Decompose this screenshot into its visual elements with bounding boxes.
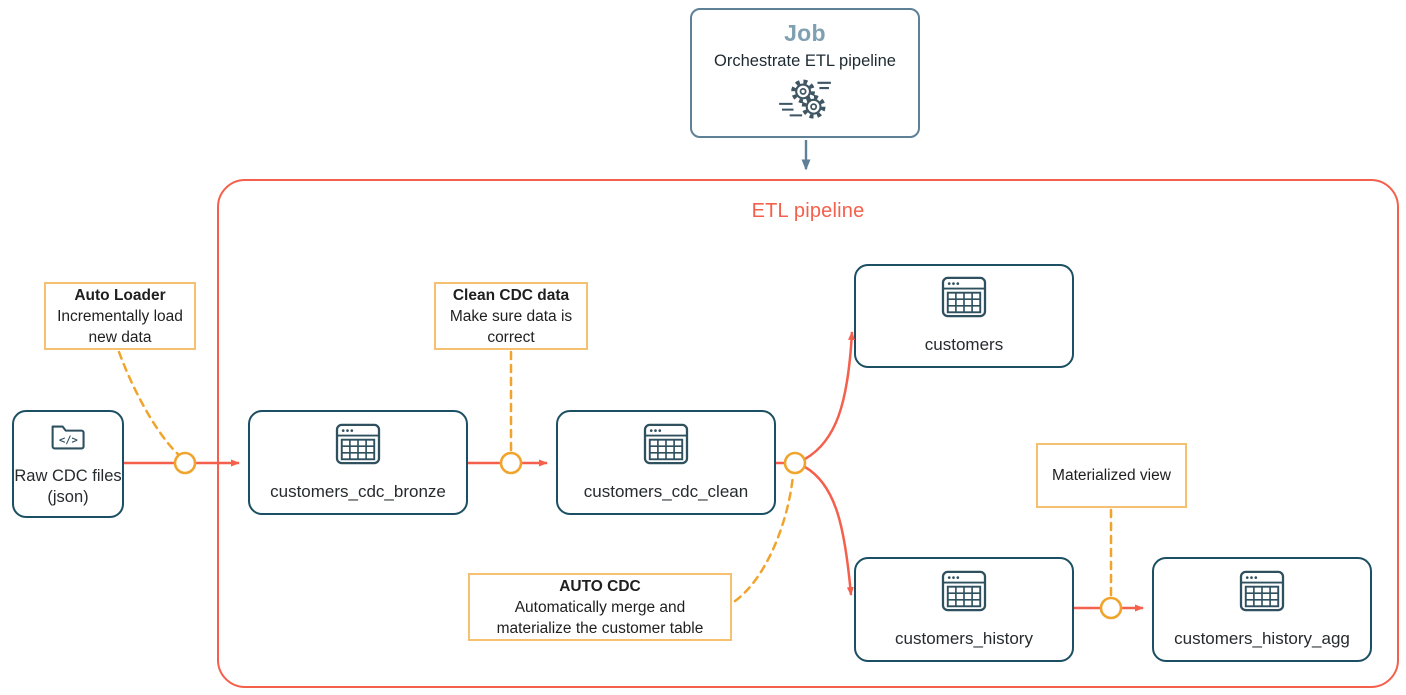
node-label: customers_history	[895, 628, 1033, 648]
callout-title: Auto Loader	[74, 286, 166, 304]
etl-pipeline-container	[217, 179, 1399, 688]
node-customers-history-agg: customers_history_agg	[1152, 557, 1372, 662]
callout-clean-cdc-data: Clean CDC data Make sure data is correct	[434, 282, 588, 350]
node-label: customers_cdc_clean	[583, 481, 749, 501]
table-icon	[1239, 570, 1285, 617]
node-customers-cdc-clean: customers_cdc_clean	[556, 410, 776, 515]
node-label: Raw CDC files (json)	[14, 467, 122, 506]
table-icon	[335, 423, 381, 470]
table-icon	[941, 276, 987, 323]
node-customers-cdc-bronze: customers_cdc_bronze	[248, 410, 468, 515]
callout-title: Clean CDC data	[452, 286, 570, 304]
callout-title: AUTO CDC	[559, 577, 641, 595]
node-raw-cdc-files: Raw CDC files (json)	[12, 410, 124, 518]
link-auto-loader	[117, 350, 181, 457]
table-icon	[941, 570, 987, 617]
node-label: customers	[924, 335, 1004, 355]
job-title: Job	[784, 20, 826, 46]
callout-body: Materialized view	[1052, 467, 1171, 484]
callout-auto-cdc: AUTO CDC Automatically merge and materia…	[468, 573, 732, 641]
flow-node-circle	[173, 451, 197, 475]
callout-body: Incrementally load new data	[57, 307, 183, 346]
callout-body: Automatically merge and materialize the …	[496, 598, 704, 637]
node-label: customers_cdc_bronze	[270, 481, 446, 501]
job-subtitle: Orchestrate ETL pipeline	[714, 52, 896, 70]
node-customers-history: customers_history	[854, 557, 1074, 662]
callout-materialized-view: Materialized view	[1036, 443, 1187, 508]
table-icon	[643, 423, 689, 470]
gears-automation-icon	[776, 78, 834, 129]
callout-auto-loader: Auto Loader Incrementally load new data	[44, 282, 196, 350]
callout-body: Make sure data is correct	[449, 307, 573, 346]
node-label: customers_history_agg	[1174, 628, 1350, 648]
node-customers: customers	[854, 264, 1074, 368]
etl-pipeline-title: ETL pipeline	[751, 200, 865, 222]
job-box: Job Orchestrate ETL pipeline	[690, 8, 920, 138]
folder-code-icon	[49, 420, 87, 458]
